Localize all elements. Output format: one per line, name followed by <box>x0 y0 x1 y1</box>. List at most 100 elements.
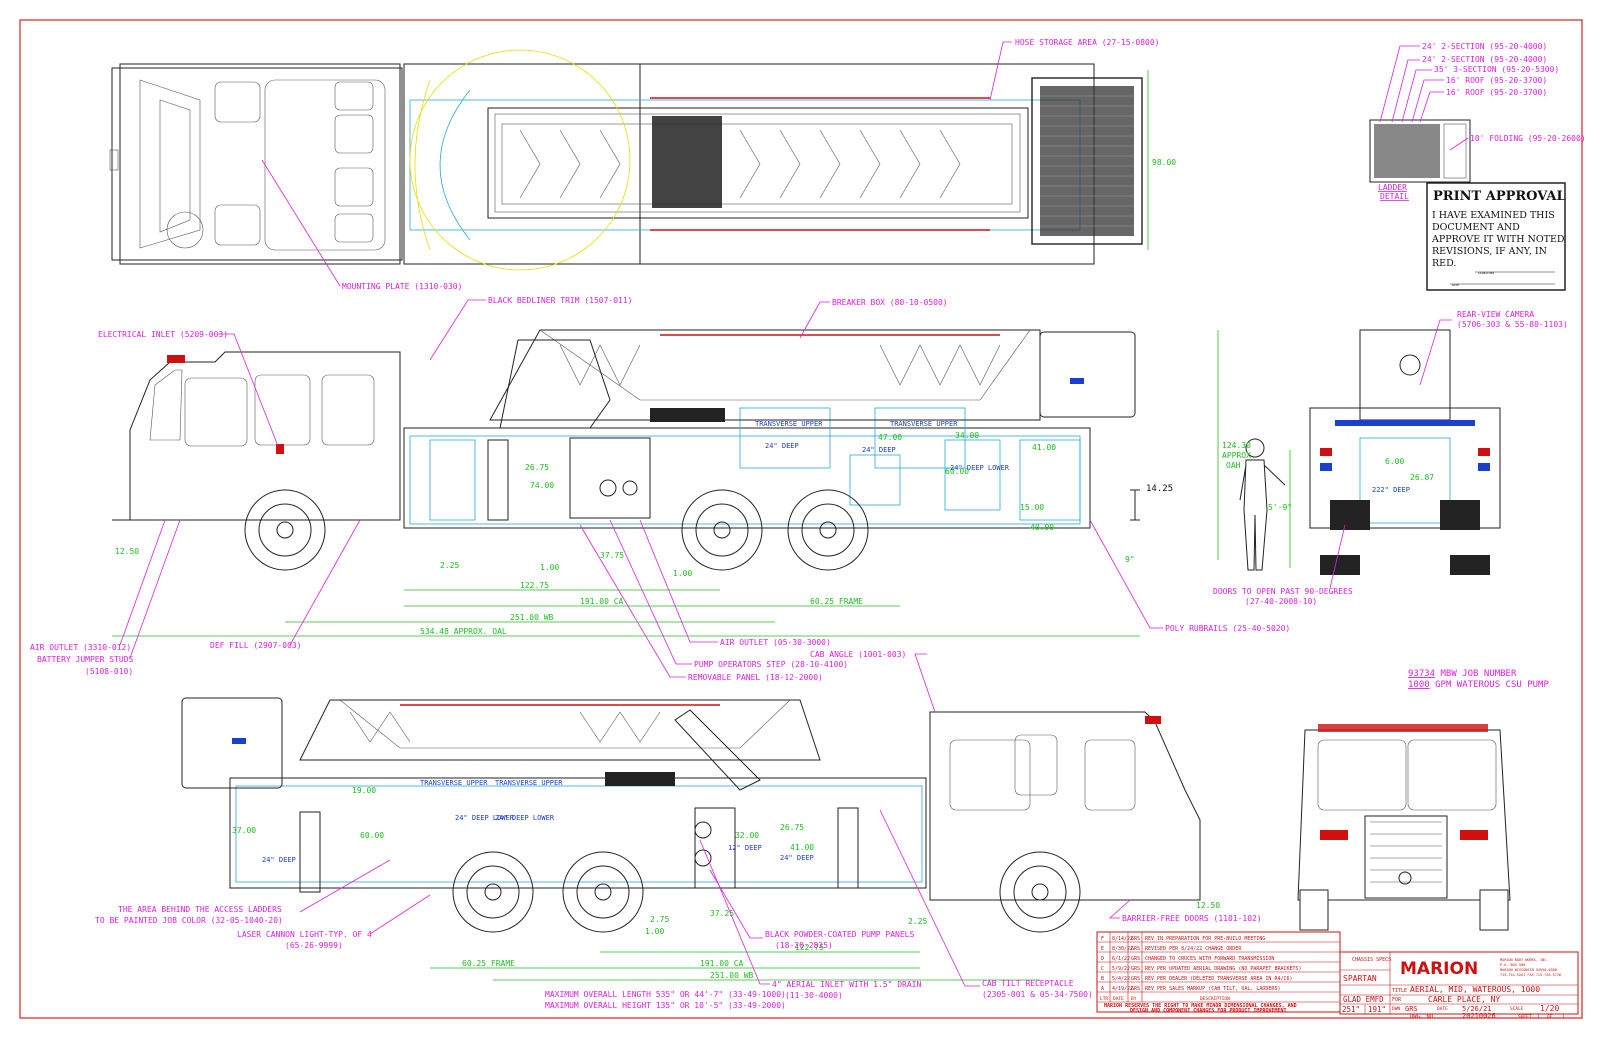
b-dim-2-25: 2.25 <box>908 917 927 926</box>
b-deep-24-rear: 24" DEEP <box>262 856 296 864</box>
oah-label: OAH <box>1226 461 1241 470</box>
dwn-value: GRS <box>1405 1005 1418 1013</box>
rev-desc: REV IN PREPARATION FOR PRE-BUILD MEETING <box>1145 936 1265 942</box>
rev-header-by: BY <box>1131 996 1137 1002</box>
b-deep-12: 12" DEEP <box>728 844 762 852</box>
doors-open-callout-1: DOORS TO OPEN PAST 90-DEGREES <box>1213 587 1353 596</box>
top-plan-view: 98.00 HOSE STORAGE AREA (27-15-0800) MOU… <box>109 38 1176 291</box>
b-dim-12-50: 12.50 <box>1196 901 1220 910</box>
rev-date: 4/19/22 <box>1112 986 1133 992</box>
rear-dim-26: 26.87 <box>1410 473 1434 482</box>
rev-header-desc: DESCRIPTION <box>1200 996 1230 1002</box>
approval-line-3: APPROVE IT WITH NOTED <box>1431 234 1565 245</box>
rev-date: 8/14/22 <box>1112 936 1133 942</box>
cab-tilt-callout-1: CAB TILT RECEPTACLE <box>982 979 1074 988</box>
laser-cannon-callout-2: (65-26-9999) <box>285 941 343 950</box>
dim-41-00: 41.00 <box>1032 443 1056 452</box>
dim-oal: 534.48 APPROX. OAL <box>420 627 507 636</box>
b-dim-2-75: 2.75 <box>650 915 669 924</box>
dim-1-00: 1.00 <box>540 563 559 572</box>
print-approval-box: PRINT APPROVAL I HAVE EXAMINED THIS DOCU… <box>1426 182 1566 291</box>
rev-ltr: A <box>1101 986 1104 992</box>
ladder-item-6: 10' FOLDING (95-20-2600) <box>1470 134 1586 143</box>
marion-logo: MARION <box>1400 959 1478 979</box>
job-number-label: MBW JOB NUMBER <box>1435 669 1517 679</box>
b-dim-191: 191.00 CA <box>700 959 744 968</box>
rear-dim-6: 6.00 <box>1385 457 1404 466</box>
b-dim-41: 41.00 <box>790 843 814 852</box>
chassis-value: SPARTAN <box>1343 974 1377 983</box>
side-view-right-truck: TRANSVERSE UPPER TRANSVERSE UPPER 24" DE… <box>95 650 1262 1010</box>
b-transverse-upper-1: TRANSVERSE UPPER <box>420 779 488 787</box>
rev-header-ltr: LTR <box>1100 996 1108 1002</box>
dim-47-00: 47.00 <box>878 433 902 442</box>
approval-line-5: RED. <box>1432 258 1456 269</box>
laser-cannon-callout-1: LASER CANNON LIGHT-TYP. OF 4 <box>237 930 372 939</box>
company-line-4: 715-754-5261 FAX 715-754-5776 <box>1500 973 1561 977</box>
electrical-inlet-callout: ELECTRICAL INLET (5209-003) <box>98 330 228 339</box>
ladder-detail: 24' 2-SECTION (95-20-4000) 24' 2-SECTION… <box>1369 42 1586 201</box>
date-label: DATE <box>1452 283 1459 287</box>
deep-24-2: 24" DEEP <box>862 446 896 454</box>
breaker-box-callout: BREAKER BOX (80-10-0500) <box>832 298 948 307</box>
max-length-note: MAXIMUM OVERALL LENGTH 535" OR 44'-7" (3… <box>545 990 786 999</box>
hose-storage-callout: HOSE STORAGE AREA (27-15-0800) <box>1015 38 1160 47</box>
ground-clearance-dim: 14.25 <box>1146 484 1173 494</box>
sheet-of: OF <box>1547 1014 1553 1020</box>
person-height-dim: 5'-9" <box>1268 503 1292 512</box>
dim-34-00: 34.00 <box>955 431 979 440</box>
disclaimer-2: DESIGN AND COMPONENT CHANGES FOR PRODUCT… <box>1130 1008 1287 1014</box>
job-number: 93734 <box>1408 669 1435 679</box>
svg-text:93734 MBW JOB NUMBER: 93734 MBW JOB NUMBER <box>1408 669 1517 679</box>
rev-date: 5/9/22 <box>1112 966 1130 972</box>
rev-ltr: C <box>1101 966 1104 972</box>
b-deep-24: 24" DEEP <box>780 854 814 862</box>
max-height-note: MAXIMUM OVERALL HEIGHT 135" OR 10'-5" (3… <box>545 1001 786 1010</box>
battery-jumper-callout-1: BATTERY JUMPER STUDS <box>37 655 134 664</box>
ladder-detail-label-2: DETAIL <box>1380 192 1409 201</box>
cab-value: GLAD EMFD <box>1343 995 1384 1004</box>
b-dim-60: 60.00 <box>360 831 384 840</box>
rev-by: GRS <box>1131 956 1140 962</box>
rear-camera-callout-2: (5706-303 & 55-80-1103) <box>1457 320 1568 329</box>
b-dim-37: 37.00 <box>232 826 256 835</box>
dim-26-75: 26.75 <box>525 463 549 472</box>
approval-line-1: I HAVE EXAMINED THIS <box>1432 210 1555 221</box>
pump-panels-callout-1: BLACK POWDER-COATED PUMP PANELS <box>765 930 914 939</box>
b-dim-32: 32.00 <box>735 831 759 840</box>
dim-251-wb: 251.00 WB <box>510 613 554 622</box>
company-line-2: P.O. BOX 500 <box>1500 963 1525 967</box>
dim-60-00: 60.00 <box>945 467 969 476</box>
for-value: CARLE PLACE, NY <box>1428 995 1500 1004</box>
b-deep-24-lower-1: 24" DEEP LOWER <box>455 814 515 822</box>
ladder-item-3: 35' 3-SECTION (95-20-5300) <box>1434 65 1559 74</box>
oah-approx: APPROX. <box>1222 451 1256 460</box>
b-transverse-upper-2: TRANSVERSE UPPER <box>495 779 563 787</box>
b-dim-122-75: 122.75 <box>795 943 824 952</box>
rev-by: GRS <box>1131 936 1140 942</box>
air-outlet-mid-callout: AIR OUTLET (05-30-3000) <box>720 638 831 647</box>
sheets-value: 1 <box>1562 1014 1565 1020</box>
b-dim-1-00: 1.00 <box>645 927 664 936</box>
dwn-label: DWN <box>1392 1006 1400 1012</box>
deep-24-1: 24" DEEP <box>765 442 799 450</box>
top-width-dim: 98.00 <box>1152 158 1176 167</box>
chassis-label: CHASSIS SPECS <box>1352 957 1391 963</box>
transverse-upper-2: TRANSVERSE UPPER <box>890 420 958 428</box>
dim-9in: 9" <box>1125 555 1135 564</box>
rev-desc: REV PER DEALER (DELETED TRANSVERSE AREA … <box>1145 976 1293 982</box>
disclaimer-1: MARION RESERVES THE RIGHT TO MAKE MINOR … <box>1104 1003 1297 1009</box>
access-ladders-callout-2: TO BE PAINTED JOB COLOR (32-05-1040-20) <box>95 916 283 925</box>
rev-ltr: F <box>1101 936 1104 942</box>
for-label: FOR <box>1392 997 1402 1003</box>
dim-2-25: 2.25 <box>440 561 459 570</box>
date-label: DATE <box>1437 1006 1448 1012</box>
rev-date: 8/30/22 <box>1112 946 1133 952</box>
job-info: 93734 MBW JOB NUMBER 1000 GPM WATEROUS C… <box>1408 669 1549 690</box>
oah-dim: 124.30 <box>1222 441 1251 450</box>
ladder-item-1: 24' 2-SECTION (95-20-4000) <box>1422 42 1547 51</box>
dim-74: 74.00 <box>530 481 554 490</box>
dim-1-60: 1.00 <box>673 569 692 578</box>
dim-37-75: 37.75 <box>600 551 624 560</box>
